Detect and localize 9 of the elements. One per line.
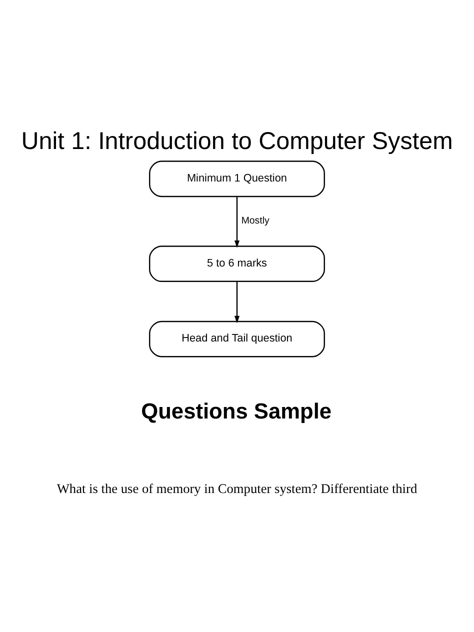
label: Questions Sample: [141, 398, 332, 424]
node-box: Head and Tail question: [149, 320, 325, 358]
diagram-title: Unit 1: Introduction to Computer System: [21, 128, 453, 156]
arrow: [234, 282, 240, 324]
arrow: [234, 196, 240, 248]
node-box: Minimum 1 Question: [149, 160, 325, 198]
label: What is the use of memory in Computer system? Differentiate third: [56, 480, 418, 496]
node-box: 5 to 6 marks: [149, 246, 325, 282]
edge-label: Mostly: [241, 216, 270, 227]
